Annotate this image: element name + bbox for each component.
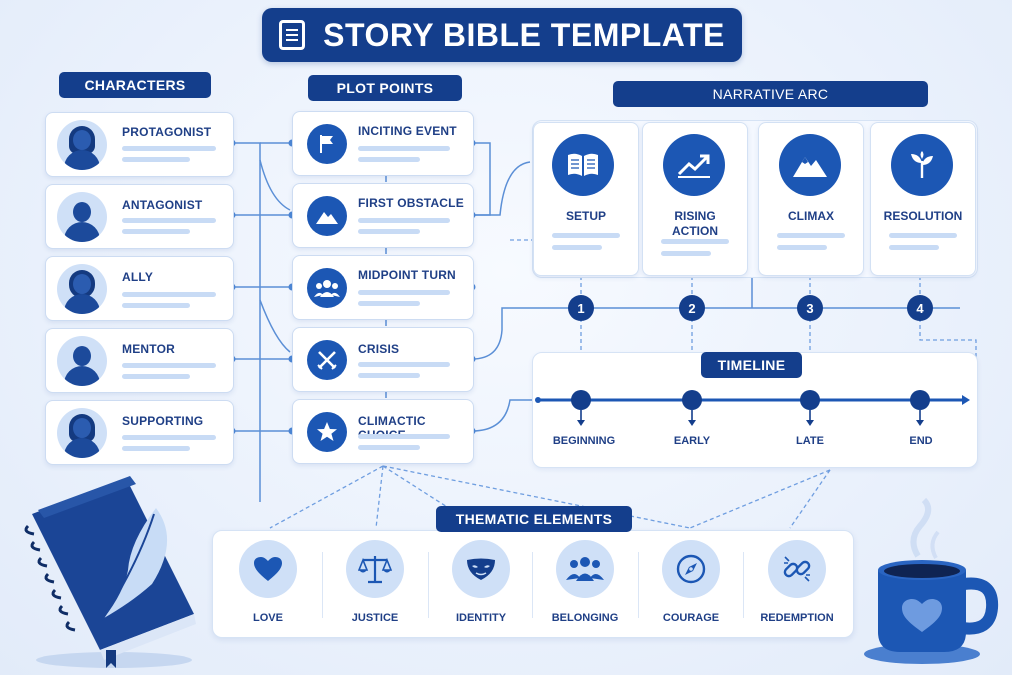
people-icon xyxy=(556,540,614,598)
timeline-label-late: LATE xyxy=(796,435,824,447)
arc-stage-resolution[interactable]: RESOLUTION xyxy=(870,122,976,276)
plot-label: MIDPOINT TURN xyxy=(358,268,456,282)
avatar xyxy=(57,408,107,458)
mountain-icon xyxy=(307,196,347,236)
theme-redemption[interactable]: REDEMPTION xyxy=(742,540,842,628)
timeline-label-beginning: BEGINNING xyxy=(552,435,616,447)
character-card-protagonist[interactable]: PROTAGONIST xyxy=(45,112,234,177)
timeline-label-early: EARLY xyxy=(673,435,711,447)
theme-belonging[interactable]: BELONGING xyxy=(530,540,630,628)
plot-card-first-obstacle[interactable]: FIRST OBSTACLE xyxy=(292,183,474,248)
character-label: MENTOR xyxy=(122,342,175,356)
heart-icon xyxy=(239,540,297,598)
theme-justice[interactable]: JUSTICE xyxy=(320,540,420,628)
page-title-text: STORY BIBLE TEMPLATE xyxy=(323,16,725,53)
character-card-supporting[interactable]: SUPPORTING xyxy=(45,400,234,465)
timeline-track xyxy=(535,390,970,426)
theme-label: LOVE xyxy=(253,612,283,624)
arc-stage-label: CLIMAX xyxy=(788,209,834,223)
arc-stage-rising-action[interactable]: RISING ACTION xyxy=(642,122,748,276)
notebook-quill-icon xyxy=(24,476,196,668)
book-icon xyxy=(552,134,614,196)
avatar xyxy=(57,336,107,386)
stage-number-badge: 1 xyxy=(568,295,594,321)
chart-rising-icon xyxy=(663,134,725,196)
arc-stage-label-line2: ACTION xyxy=(672,224,718,238)
arc-stage-label: RISING xyxy=(674,209,716,223)
theme-label: COURAGE xyxy=(662,612,720,624)
thematic-elements-panel xyxy=(212,530,854,638)
stage-number-badge: 3 xyxy=(797,295,823,321)
narrative-arc-heading: NARRATIVE ARC xyxy=(613,81,928,107)
character-label: SUPPORTING xyxy=(122,414,204,428)
plot-label: CRISIS xyxy=(358,342,400,356)
mask-icon xyxy=(452,540,510,598)
arc-stage-label: RESOLUTION xyxy=(883,209,963,223)
theme-identity[interactable]: IDENTITY xyxy=(426,540,526,628)
character-label: PROTAGONIST xyxy=(122,125,212,139)
theme-label: BELONGING xyxy=(551,612,619,624)
theme-label: IDENTITY xyxy=(455,612,507,624)
theme-love[interactable]: LOVE xyxy=(213,540,313,628)
character-label: ALLY xyxy=(122,270,154,284)
theme-label: REDEMPTION xyxy=(760,612,834,624)
coffee-mug-icon xyxy=(864,497,999,664)
page-title: STORY BIBLE TEMPLATE xyxy=(262,8,742,62)
arc-stage-climax[interactable]: CLIMAX xyxy=(758,122,864,276)
timeline-heading: TIMELINE xyxy=(701,352,802,378)
arc-stage-label: SETUP xyxy=(565,209,606,223)
sprout-icon xyxy=(891,134,953,196)
character-card-antagonist[interactable]: ANTAGONIST xyxy=(45,184,234,249)
document-icon xyxy=(279,20,306,50)
group-icon xyxy=(307,268,347,308)
peak-icon xyxy=(779,134,841,196)
characters-heading: CHARACTERS xyxy=(59,72,211,98)
compass-icon xyxy=(662,540,720,598)
timeline-label-end: END xyxy=(909,435,933,447)
avatar xyxy=(57,264,107,314)
broken-chain-icon xyxy=(768,540,826,598)
crossed-swords-icon xyxy=(307,340,347,380)
avatar xyxy=(57,120,107,170)
plot-card-midpoint-turn[interactable]: MIDPOINT TURN xyxy=(292,255,474,320)
plot-card-climactic-choice[interactable]: CLIMACTIC CHOICE xyxy=(292,399,474,464)
character-card-mentor[interactable]: MENTOR xyxy=(45,328,234,393)
arc-stage-setup[interactable]: SETUP xyxy=(533,122,639,276)
plot-card-crisis[interactable]: CRISIS xyxy=(292,327,474,392)
scales-icon xyxy=(346,540,404,598)
plot-label: INCITING EVENT xyxy=(358,124,457,138)
theme-label: JUSTICE xyxy=(351,612,399,624)
character-card-ally[interactable]: ALLY xyxy=(45,256,234,321)
plot-label: FIRST OBSTACLE xyxy=(358,196,464,210)
avatar xyxy=(57,192,107,242)
flag-icon xyxy=(307,124,347,164)
thematic-elements-heading: THEMATIC ELEMENTS xyxy=(436,506,632,532)
theme-courage[interactable]: COURAGE xyxy=(636,540,736,628)
plot-card-inciting-event[interactable]: INCITING EVENT xyxy=(292,111,474,176)
plot-points-heading: PLOT POINTS xyxy=(308,75,462,101)
stage-number-badge: 2 xyxy=(679,295,705,321)
character-label: ANTAGONIST xyxy=(122,198,203,212)
stage-number-badge: 4 xyxy=(907,295,933,321)
star-icon xyxy=(307,412,347,452)
